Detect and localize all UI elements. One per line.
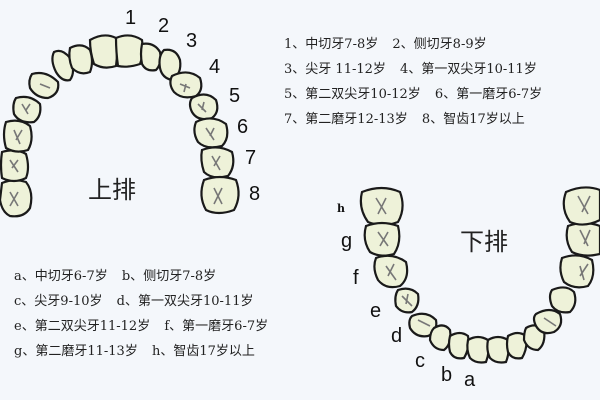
legend-row: 7、第二磨牙12-13岁 8、智齿17岁以上 bbox=[284, 107, 552, 132]
legend-row: 1、中切牙7-8岁 2、侧切牙8-9岁 bbox=[284, 32, 552, 57]
legend-row: 3、尖牙 11-12岁 4、第一双尖牙10-11岁 bbox=[284, 57, 552, 82]
upper-tooth-label-4: 4 bbox=[209, 56, 221, 78]
lower-tooth-right-d bbox=[532, 308, 563, 335]
upper-tooth-right-5 bbox=[188, 93, 219, 121]
legend-row: g、第二磨牙11-13岁 h、智齿17岁以上 bbox=[14, 339, 278, 364]
upper-tooth-label-5: 5 bbox=[229, 85, 241, 107]
upper-tooth-left-8 bbox=[0, 179, 33, 218]
legend-item: d、第一双尖牙10-11岁 bbox=[116, 294, 254, 309]
lower-tooth-label-g: g bbox=[341, 230, 353, 252]
lower-arch-title: 下排 bbox=[460, 228, 508, 256]
lower-tooth-label-c: c bbox=[415, 350, 425, 372]
lower-tooth-label-d: d bbox=[391, 325, 403, 347]
upper-tooth-right-1 bbox=[114, 34, 144, 68]
upper-tooth-left-3 bbox=[51, 49, 75, 82]
legend-item: h、智齿17岁以上 bbox=[151, 344, 255, 359]
upper-tooth-label-2: 2 bbox=[158, 15, 170, 37]
lower-tooth-label-e: e bbox=[370, 300, 382, 322]
lower-tooth-label-f: f bbox=[353, 267, 359, 289]
lower-tooth-left-d bbox=[408, 312, 438, 338]
lower-arch-legend: a、中切牙6-7岁 b、侧切牙7-8岁 c、尖牙9-10岁 d、第一双尖牙10-… bbox=[14, 264, 278, 364]
lower-tooth-right-a bbox=[486, 335, 510, 364]
upper-tooth-label-6: 6 bbox=[237, 116, 249, 138]
upper-arch bbox=[0, 34, 240, 218]
upper-tooth-right-8 bbox=[200, 175, 240, 215]
upper-tooth-label-3: 3 bbox=[186, 30, 198, 52]
legend-row: c、尖牙9-10岁 d、第一双尖牙10-11岁 bbox=[14, 289, 278, 314]
lower-tooth-left-a bbox=[466, 335, 490, 364]
legend-row: 5、第二双尖牙10-12岁 6、第一磨牙6-7岁 bbox=[284, 82, 552, 107]
legend-item: 8、智齿17岁以上 bbox=[421, 112, 525, 127]
upper-tooth-right-2 bbox=[139, 42, 162, 72]
lower-tooth-label-b: b bbox=[441, 364, 453, 386]
legend-row: e、第二双尖牙11-12岁 f、第一磨牙6-7岁 bbox=[14, 314, 278, 339]
lower-tooth-right-e bbox=[548, 286, 577, 314]
lower-tooth-right-f bbox=[559, 254, 595, 289]
upper-arch-legend: 1、中切牙7-8岁 2、侧切牙8-9岁 3、尖牙 11-12岁 4、第一双尖牙1… bbox=[284, 32, 552, 132]
legend-item: g、第二磨牙11-13岁 bbox=[14, 344, 138, 359]
legend-item: 5、第二双尖牙10-12岁 bbox=[284, 87, 421, 102]
upper-tooth-label-8: 8 bbox=[249, 183, 261, 205]
upper-tooth-left-2 bbox=[68, 44, 94, 75]
lower-tooth-right-g bbox=[565, 221, 600, 257]
lower-tooth-left-c bbox=[428, 324, 452, 352]
lower-arch bbox=[359, 186, 600, 364]
legend-item: 6、第一磨牙6-7岁 bbox=[434, 87, 543, 102]
legend-item: b、侧切牙7-8岁 bbox=[121, 269, 217, 284]
lower-tooth-left-g bbox=[363, 221, 401, 257]
legend-item: a、中切牙6-7岁 bbox=[14, 269, 108, 284]
legend-item: 3、尖牙 11-12岁 bbox=[284, 62, 386, 77]
lower-tooth-right-b bbox=[505, 331, 528, 360]
upper-arch-title: 上排 bbox=[88, 176, 136, 204]
legend-item: 1、中切牙7-8岁 bbox=[284, 37, 379, 52]
upper-tooth-right-7 bbox=[200, 146, 235, 179]
legend-item: 2、侧切牙8-9岁 bbox=[392, 37, 487, 52]
upper-tooth-label-1: 1 bbox=[125, 7, 137, 29]
lower-molar-grooves bbox=[375, 195, 591, 327]
upper-molar-grooves bbox=[9, 83, 223, 207]
legend-item: e、第二双尖牙11-12岁 bbox=[14, 319, 151, 334]
legend-item: 7、第二磨牙12-13岁 bbox=[284, 112, 408, 127]
lower-tooth-right-h bbox=[562, 186, 600, 226]
legend-item: f、第一磨牙6-7岁 bbox=[164, 319, 269, 334]
legend-item: c、尖牙9-10岁 bbox=[14, 294, 103, 309]
upper-tooth-label-7: 7 bbox=[245, 147, 257, 169]
lower-tooth-label-a: a bbox=[464, 369, 476, 391]
legend-row: a、中切牙6-7岁 b、侧切牙7-8岁 bbox=[14, 264, 278, 289]
lower-tooth-left-b bbox=[447, 331, 470, 360]
legend-item: 4、第一双尖牙10-11岁 bbox=[400, 62, 537, 77]
lower-tooth-label-h: h bbox=[337, 202, 345, 215]
upper-tooth-left-1 bbox=[88, 34, 119, 69]
